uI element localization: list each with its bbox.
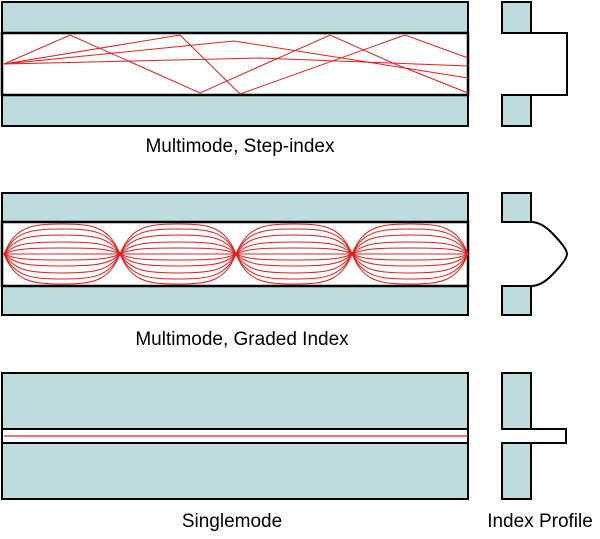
step-index-profile-curve [531, 32, 568, 96]
graded-index-profile-top-cladding [501, 192, 532, 223]
singlemode-profile-curve [531, 428, 567, 444]
singlemode-fiber [1, 372, 469, 500]
graded-index-top-cladding [1, 192, 469, 223]
singlemode-top-cladding [1, 372, 469, 430]
step-index-profile-top-cladding [501, 1, 532, 34]
graded-index-profile [501, 192, 569, 316]
step-index-top-cladding [1, 1, 469, 34]
step-index-profile-bottom-cladding [501, 94, 532, 127]
graded-index-profile-bottom-cladding [501, 285, 532, 316]
step-index-label: Multimode, Step-index [145, 136, 335, 157]
graded-index-bottom-cladding [1, 285, 469, 316]
graded-index-fiber [0, 192, 470, 316]
step-index-profile [501, 1, 568, 127]
singlemode-profile-top-cladding [501, 372, 532, 430]
index-profile-label: Index Profile [487, 511, 593, 532]
singlemode-profile-bottom-cladding [501, 442, 532, 500]
singlemode-label: Singlemode [182, 511, 282, 532]
step-index-fiber [0, 1, 470, 127]
step-index-rays [3, 34, 469, 95]
step-index-core [0, 31, 470, 97]
graded-index-profile-curve [530, 221, 569, 287]
singlemode-profile [501, 372, 567, 500]
singlemode-bottom-cladding [1, 442, 469, 500]
graded-index-rays [3, 223, 469, 285]
graded-index-label: Multimode, Graded Index [135, 329, 349, 350]
step-index-bottom-cladding [1, 94, 469, 127]
